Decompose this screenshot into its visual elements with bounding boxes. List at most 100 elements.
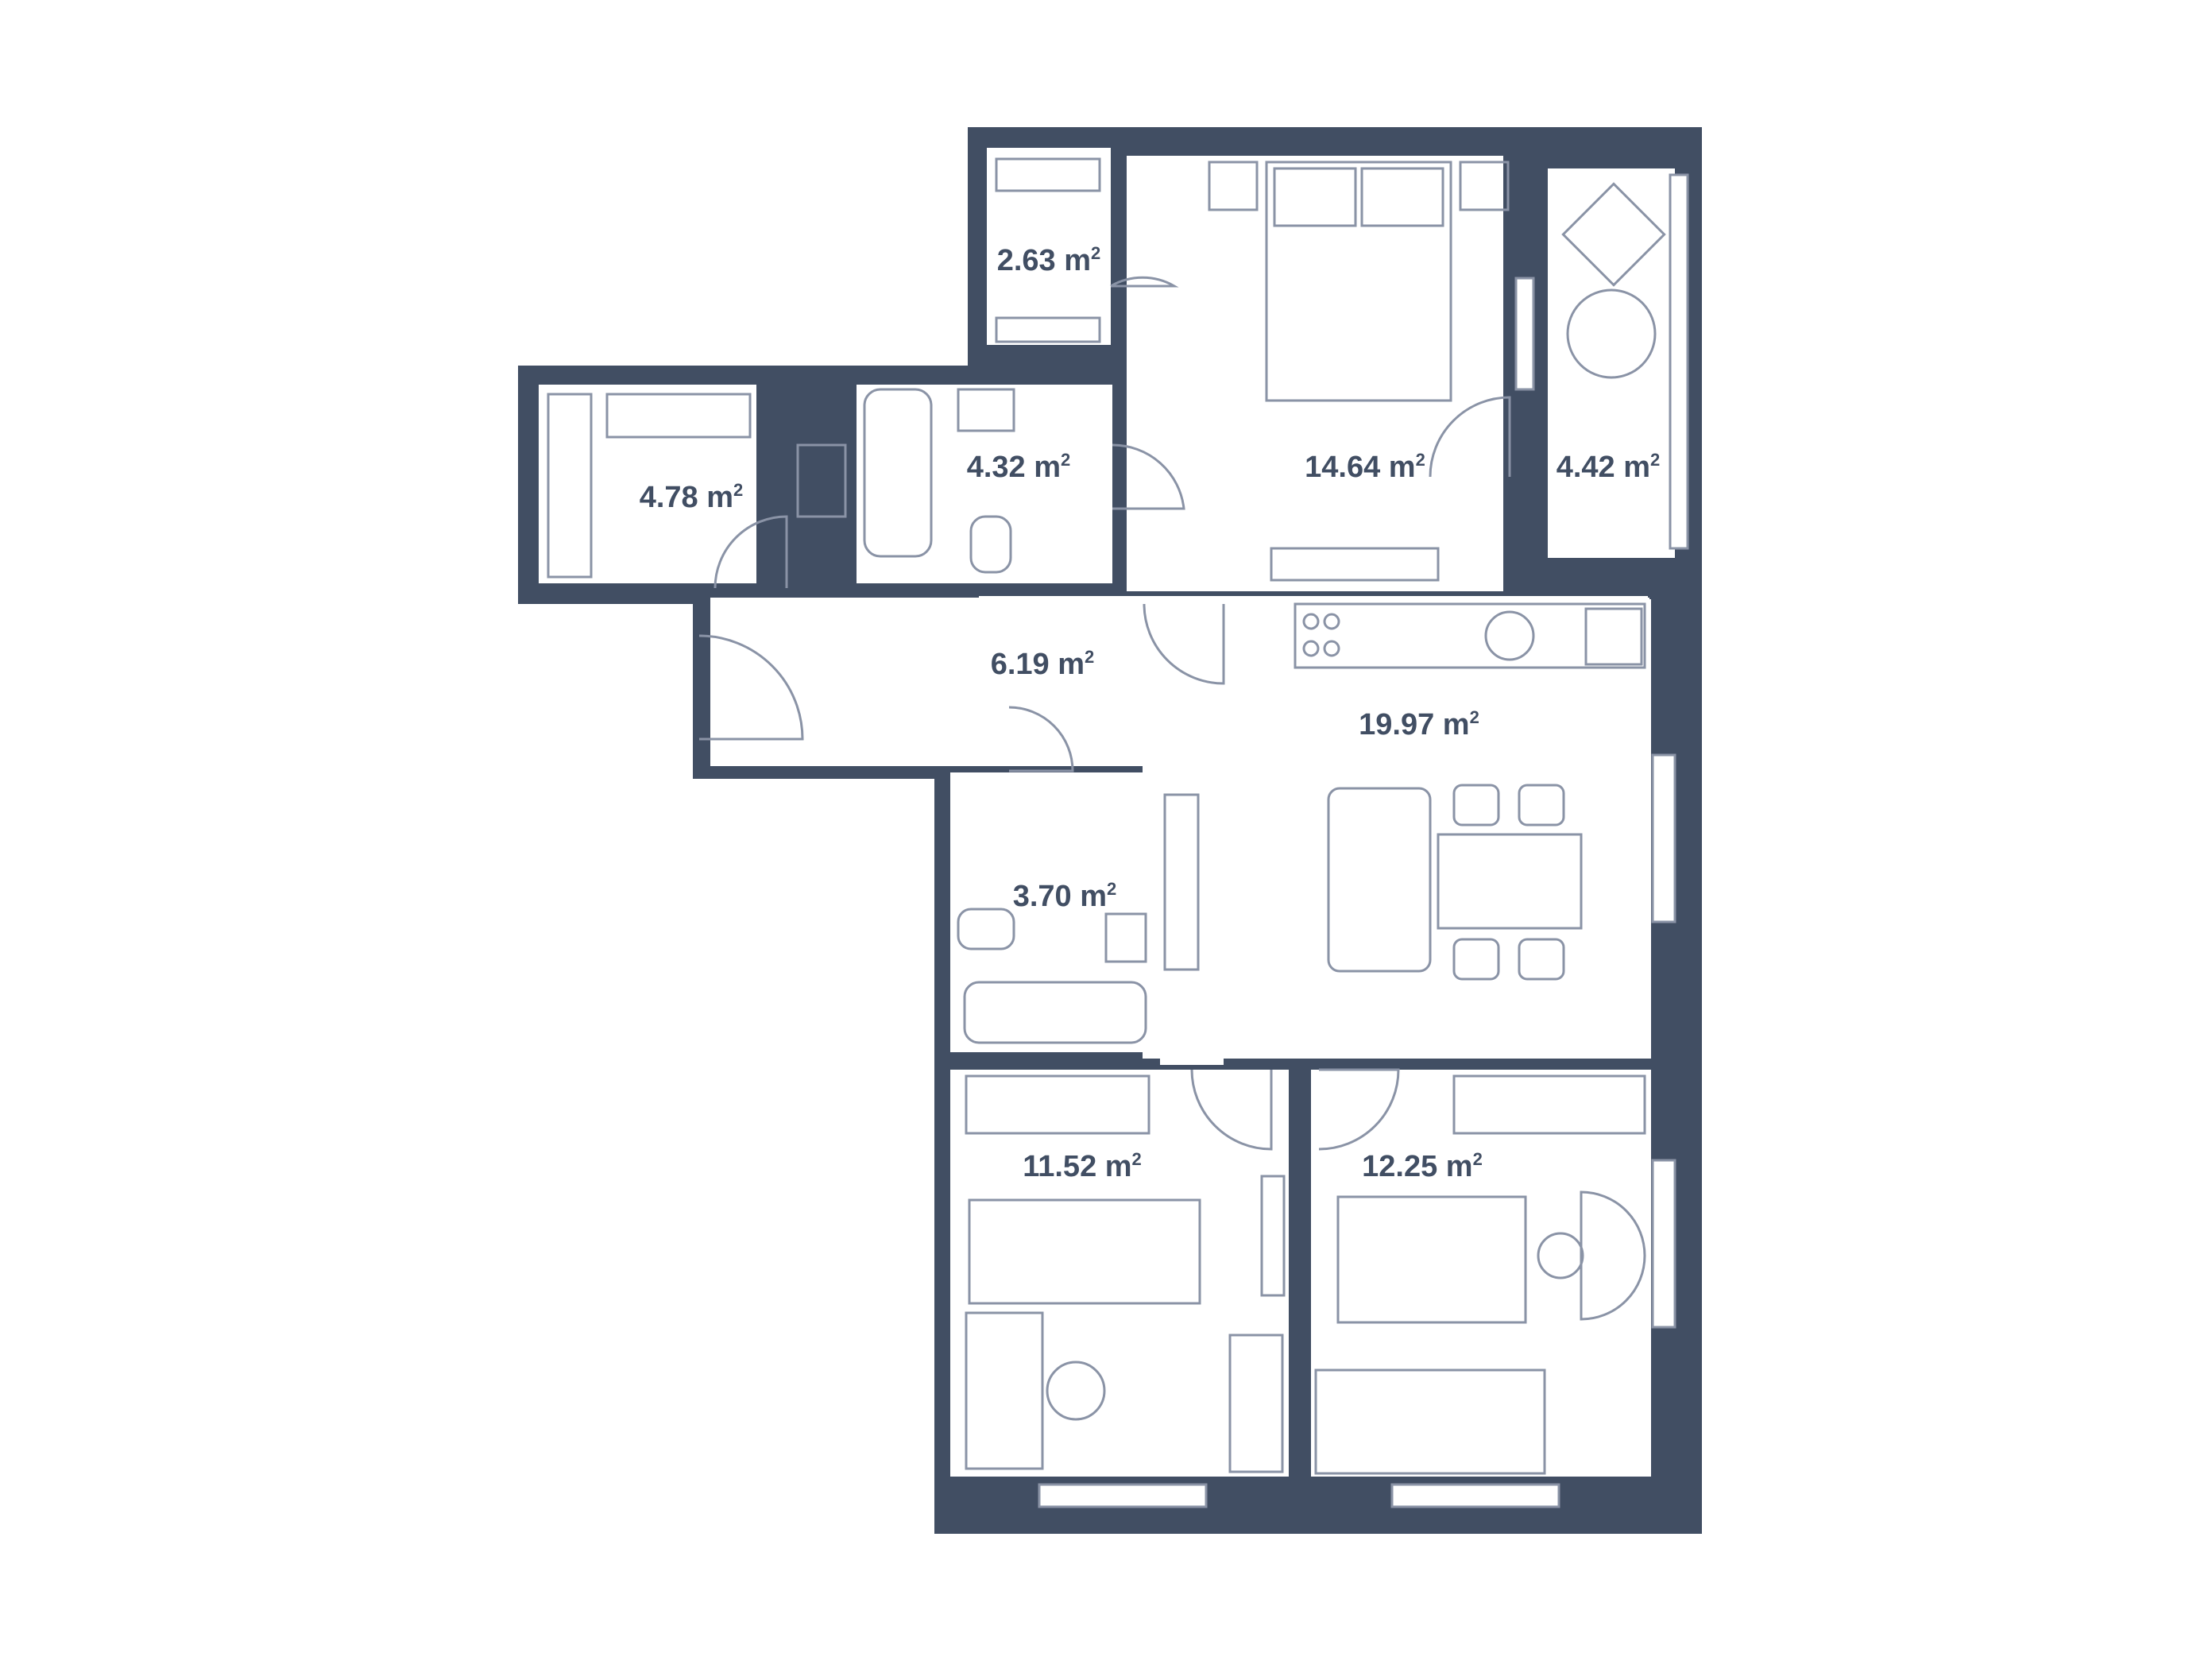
unit-superscript: 2: [1091, 243, 1100, 263]
bookshelf: [1228, 1334, 1284, 1473]
wardrobe-bedroom-left: [965, 1074, 1150, 1135]
room-area-label: 3.70 m: [1013, 880, 1107, 913]
kitchen-sink: [1484, 610, 1535, 661]
dining-chair: [1452, 938, 1500, 981]
door-kids: [1318, 1068, 1400, 1151]
door-balcony: [1429, 396, 1511, 478]
window-kids-south: [1390, 1483, 1560, 1508]
nightstand: [1459, 161, 1510, 211]
svg-text:11.52 m2: 11.52 m2: [1023, 1149, 1142, 1183]
sink-bottom: [1104, 912, 1147, 963]
room-bedroom-main: [1127, 156, 1503, 591]
svg-text:4.78 m2: 4.78 m2: [640, 480, 744, 514]
svg-text:2.63 m2: 2.63 m2: [997, 243, 1101, 277]
wardrobe-rail: [995, 157, 1101, 192]
play-rug: [1336, 1195, 1527, 1324]
room-kids: [1311, 1070, 1651, 1477]
svg-text:4.32 m2: 4.32 m2: [967, 450, 1071, 484]
stove-burner-icon: [1302, 640, 1320, 657]
dining-table: [1437, 833, 1583, 930]
dining-chair: [1518, 938, 1565, 981]
room-area-label: 19.97 m: [1359, 708, 1469, 741]
nightstand: [1208, 161, 1259, 211]
kids-chair: [1537, 1232, 1584, 1279]
room-balcony: [1548, 168, 1675, 558]
desk-chair: [1046, 1361, 1106, 1421]
shelf-unit: [1260, 1175, 1286, 1297]
room-storage-left: [539, 385, 756, 583]
svg-text:3.70 m2: 3.70 m2: [1013, 879, 1117, 913]
door-closet: [1110, 276, 1179, 288]
svg-text:12.25 m2: 12.25 m2: [1362, 1149, 1483, 1183]
unit-superscript: 2: [1416, 450, 1425, 470]
corner-desk: [1580, 1190, 1646, 1321]
unit-superscript: 2: [733, 480, 743, 500]
room-area-label: 6.19 m: [991, 648, 1085, 681]
door-bathroom-top: [1112, 443, 1185, 510]
armchair: [1561, 182, 1666, 287]
windows: [1038, 173, 1689, 1508]
tv-stand: [1270, 547, 1440, 582]
sink: [957, 388, 1015, 432]
kitchen-counter: [1294, 602, 1646, 669]
wardrobe-rail: [605, 393, 752, 439]
room-area-label: 4.78 m: [640, 481, 733, 514]
stove-burner-icon: [1323, 613, 1340, 630]
room-area-label: 2.63 m: [997, 244, 1091, 277]
svg-text:6.19 m2: 6.19 m2: [991, 647, 1095, 681]
unit-superscript: 2: [1132, 1149, 1142, 1169]
unit-superscript: 2: [1107, 879, 1116, 899]
room-bathroom-top: [857, 385, 1112, 583]
door-bedroom-main: [1143, 603, 1225, 685]
stove-burner-icon: [1323, 640, 1340, 657]
unit-superscript: 2: [1085, 647, 1094, 667]
tv-unit: [1163, 793, 1200, 971]
toilet: [969, 515, 1012, 574]
room-area-label: 11.52 m: [1023, 1150, 1131, 1183]
toilet-bottom: [957, 908, 1015, 950]
sofa: [1327, 787, 1432, 973]
round-table: [1566, 288, 1657, 379]
bathtub-bottom: [963, 981, 1147, 1044]
wardrobe-kids: [1452, 1074, 1646, 1135]
dining-chair: [1452, 784, 1500, 826]
wardrobe-rail: [547, 393, 593, 579]
svg-text:19.97 m2: 19.97 m2: [1359, 707, 1479, 741]
window-kids: [1651, 1159, 1676, 1329]
window-balcony: [1669, 173, 1689, 550]
washing-machine: [796, 443, 847, 518]
pillow-icon: [1273, 167, 1357, 227]
fridge: [1584, 607, 1643, 666]
window-bedroom-left: [1038, 1483, 1208, 1508]
room-kitchen-living: [1143, 599, 1651, 1059]
rooms: [539, 148, 1675, 1477]
wardrobe-rail: [995, 316, 1101, 343]
door-entrance: [698, 634, 804, 741]
room-bathroom-bottom: [950, 772, 1160, 1052]
room-area-label: 12.25 m: [1362, 1150, 1472, 1183]
room-living-strip: [1160, 779, 1224, 1065]
unit-superscript: 2: [1061, 450, 1070, 470]
unit-superscript: 2: [1650, 450, 1660, 470]
area-labels: 2.63 m2 14.64 m2 4.42 m2 4.78 m2 4.32 m2…: [640, 243, 1661, 1183]
door-storage: [713, 515, 788, 589]
furniture: [547, 157, 1666, 1475]
doors: [698, 276, 1511, 1151]
unit-superscript: 2: [1470, 707, 1479, 727]
room-walk-in-closet: [987, 148, 1111, 345]
room-bedroom-left: [950, 1070, 1289, 1477]
room-area-label: 4.42 m: [1557, 451, 1650, 484]
dining-chair: [1518, 784, 1565, 826]
window-bedroom-main: [1514, 277, 1535, 391]
svg-text:4.42 m2: 4.42 m2: [1557, 450, 1661, 484]
desk: [965, 1311, 1044, 1470]
window-living: [1651, 753, 1676, 923]
kids-bed: [1314, 1368, 1546, 1475]
stove-burner-icon: [1302, 613, 1320, 630]
unit-superscript: 2: [1473, 1149, 1483, 1169]
bed-double: [1265, 161, 1452, 402]
door-bedroom-left: [1190, 1069, 1273, 1151]
pillow-icon: [1360, 167, 1444, 227]
room-area-label: 14.64 m: [1305, 451, 1415, 484]
